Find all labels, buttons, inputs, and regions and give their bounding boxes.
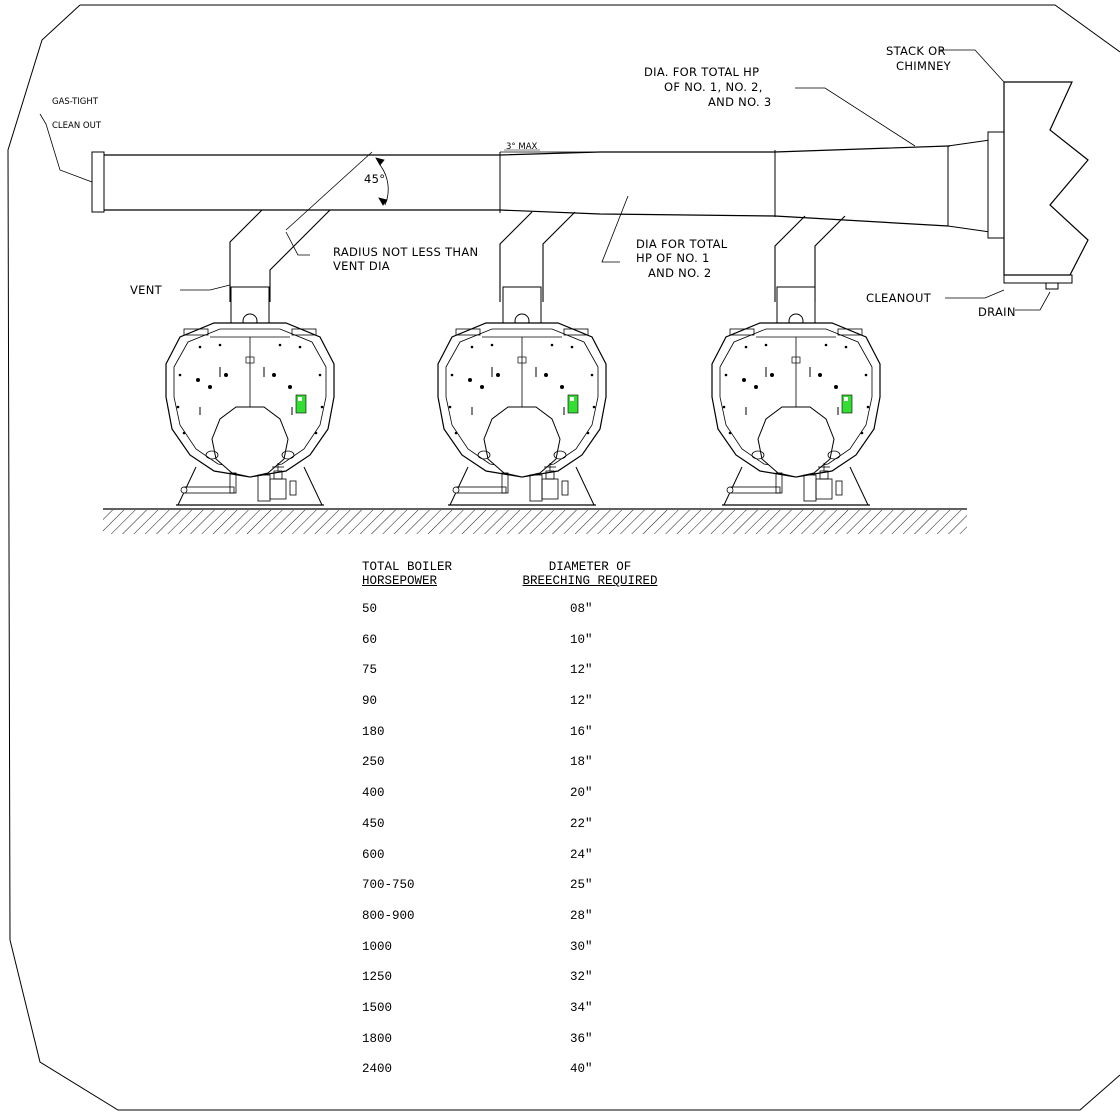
diameter-cell: 28": [570, 908, 593, 923]
table-row: 75 12": [362, 655, 692, 686]
diameter-cell: 32": [570, 970, 593, 985]
header-line: BREECHING REQUIRED: [522, 574, 658, 588]
table-row: 700-750 25": [362, 870, 692, 901]
breeching-size-table: TOTAL BOILER HORSEPOWER DIAMETER OF BREE…: [362, 560, 692, 1085]
horsepower-cell: 400: [362, 786, 385, 801]
boiler-3: [711, 286, 881, 510]
table-row: 50 08": [362, 594, 692, 625]
dia-total-label-1: DIA. FOR TOTAL HP: [644, 65, 759, 79]
horsepower-cell: 2400: [362, 1062, 393, 1077]
table-row: 1800 36": [362, 1024, 692, 1055]
diameter-cell: 36": [570, 1031, 593, 1046]
horsepower-cell: 800-900: [362, 908, 415, 923]
vent-label: VENT: [130, 283, 163, 297]
diameter-cell: 25": [570, 878, 593, 893]
horsepower-cell: 75: [362, 663, 378, 678]
table-header: TOTAL BOILER HORSEPOWER DIAMETER OF BREE…: [362, 560, 692, 594]
clean-out-label: CLEAN OUT: [52, 121, 102, 131]
horsepower-cell: 1500: [362, 1000, 393, 1015]
column-header-horsepower: TOTAL BOILER HORSEPOWER: [362, 560, 482, 588]
diameter-cell: 08": [570, 602, 593, 616]
angle-dimension: [285, 151, 389, 231]
horsepower-cell: 1000: [362, 939, 393, 954]
radius-label-1: RADIUS NOT LESS THAN: [333, 245, 478, 259]
header-line: TOTAL BOILER: [362, 560, 453, 574]
angle-label: 45°: [364, 172, 385, 186]
table-row: 60 10": [362, 625, 692, 656]
diameter-cell: 30": [570, 939, 593, 954]
horsepower-cell: 1800: [362, 1031, 393, 1046]
dia-12-label-1: DIA FOR TOTAL: [636, 237, 728, 251]
horsepower-cell: 250: [362, 755, 385, 770]
stack-chimney: [1003, 81, 1089, 290]
diameter-cell: 12": [570, 694, 593, 709]
stack-label-2: CHIMNEY: [896, 59, 952, 73]
table-row: 450 22": [362, 809, 692, 840]
horsepower-cell: 180: [362, 724, 385, 739]
table-row: 400 20": [362, 778, 692, 809]
horsepower-cell: 600: [362, 847, 385, 862]
breeching-duct: [91, 131, 1005, 239]
diameter-cell: 22": [570, 816, 593, 831]
table-row: 600 24": [362, 840, 692, 871]
dia-total-label-3: AND NO. 3: [708, 95, 772, 109]
dia-12-label-2: HP OF NO. 1: [636, 251, 710, 265]
diameter-cell: 10": [570, 632, 593, 647]
diameter-cell: 24": [570, 847, 593, 862]
max-taper-label: 3° MAX: [506, 142, 538, 152]
horsepower-cell: 700-750: [362, 878, 415, 893]
horsepower-cell: 90: [362, 694, 378, 709]
diameter-cell: 34": [570, 1000, 593, 1015]
cleanout-label: CLEANOUT: [866, 291, 932, 305]
diameter-cell: 12": [570, 663, 593, 678]
boiler-2: [437, 286, 607, 510]
diameter-cell: 16": [570, 724, 593, 739]
table-row: 180 16": [362, 717, 692, 748]
floor-hatch: [103, 508, 967, 534]
column-header-diameter: DIAMETER OF BREECHING REQUIRED: [500, 560, 680, 588]
drain-label: DRAIN: [978, 305, 1016, 319]
header-line: HORSEPOWER: [362, 574, 438, 588]
header-line: DIAMETER OF: [548, 560, 632, 574]
stack-label-1: STACK OR: [886, 44, 946, 58]
diameter-cell: 20": [570, 786, 593, 801]
dia-total-label-2: OF NO. 1, NO. 2,: [664, 80, 763, 94]
gas-tight-label: GAS-TIGHT: [52, 97, 99, 107]
diameter-cell: 40": [570, 1062, 593, 1077]
horsepower-cell: 450: [362, 816, 385, 831]
horsepower-cell: 50: [362, 602, 378, 616]
boiler-1: [165, 286, 335, 510]
table-row: 1000 30": [362, 932, 692, 963]
table-row: 1250 32": [362, 962, 692, 993]
table-row: 2400 40": [362, 1054, 692, 1085]
table-row: 90 12": [362, 686, 692, 717]
diameter-cell: 18": [570, 755, 593, 770]
horsepower-cell: 60: [362, 632, 378, 647]
dia-12-label-3: AND NO. 2: [648, 266, 712, 280]
radius-label-2: VENT DIA: [333, 259, 390, 273]
sheet-border: [7, 4, 1120, 1111]
table-row: 800-900 28": [362, 901, 692, 932]
vent-connectors: [229, 209, 846, 302]
table-row: 1500 34": [362, 993, 692, 1024]
table-row: 250 18": [362, 747, 692, 778]
horsepower-cell: 1250: [362, 970, 393, 985]
